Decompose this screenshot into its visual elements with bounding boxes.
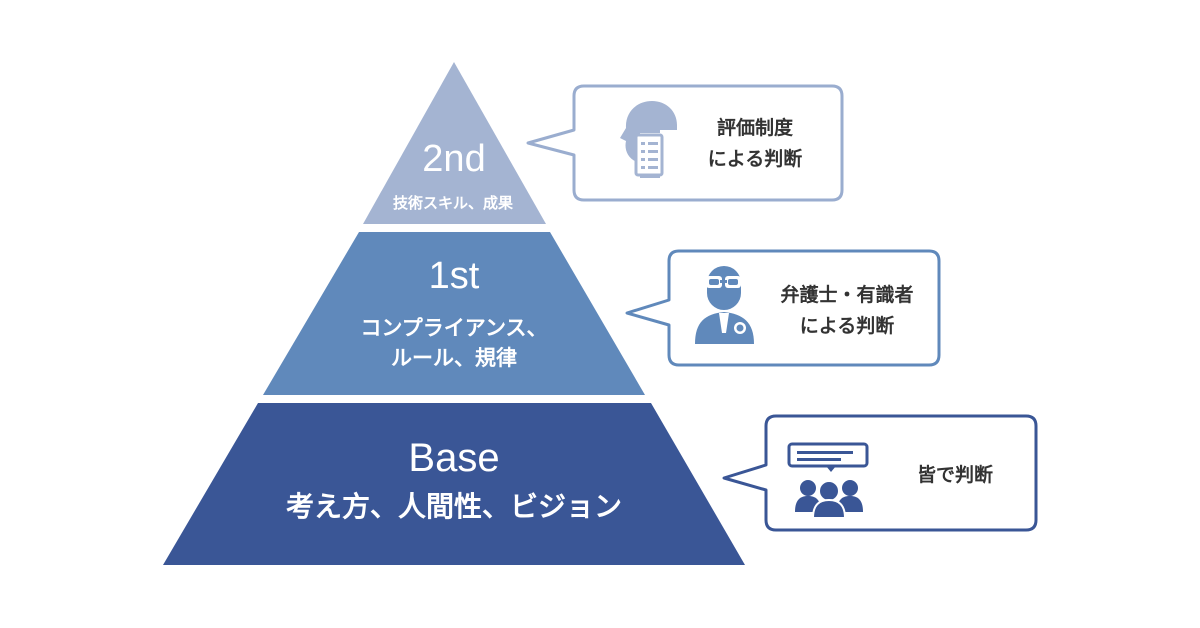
tier-middle-subtitle-line-1: コンプライアンス、 — [360, 316, 548, 340]
tier-top-subtitle: 技術スキル、成果 — [392, 194, 513, 212]
callout-top-text-line-1: 評価制度 — [716, 117, 793, 139]
head-document-icon — [620, 101, 677, 178]
callout-middle-text-line-2: による判断 — [799, 315, 895, 337]
tier-middle-title: 1st — [428, 255, 480, 297]
tier-base-title: Base — [408, 436, 500, 480]
tier-middle-subtitle-line-2: ルール、規律 — [391, 346, 517, 370]
callout-top-text-line-2: による判断 — [707, 148, 803, 170]
tier-top-title: 2nd — [422, 138, 486, 180]
callout-base-text: 皆で判断 — [916, 464, 993, 486]
lawyer-icon — [695, 266, 754, 344]
callout-middle-text-line-1: 弁護士・有識者 — [780, 284, 914, 306]
tier-middle-shape — [263, 232, 645, 395]
tier-top-shape — [363, 62, 546, 224]
tier-base-shape — [163, 403, 745, 565]
callout-top-bubble — [526, 84, 844, 202]
group-chat-icon — [787, 442, 869, 519]
tier-base-subtitle: 考え方、人間性、ビジョン — [285, 490, 622, 523]
